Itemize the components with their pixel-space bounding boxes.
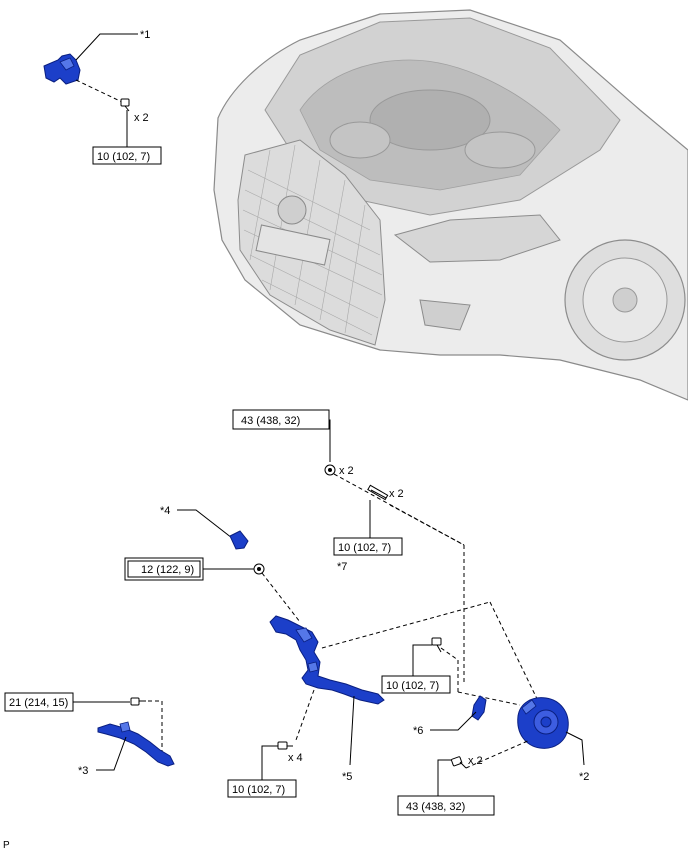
callout-2: *2 (579, 771, 589, 783)
torque-nut-mid: 12 (122, 9) (141, 564, 194, 576)
wire-harness-group: *5 (269, 601, 541, 783)
torque-nut-top: 43 (438, 32) (241, 415, 300, 427)
wire-harness-part (269, 615, 385, 705)
quantity-nut-top: x 2 (339, 465, 354, 477)
callout-4: *4 (160, 505, 170, 517)
callout-5: *5 (342, 771, 352, 783)
quantity-bolt-right: x 2 (468, 755, 483, 767)
bolt-icon (130, 697, 146, 706)
bracket-assembly: *1 x 2 10 (102, 7) (43, 29, 162, 165)
callout-1: *1 (140, 29, 150, 41)
left-harness-group: 21 (214, 15) *3 (4, 692, 175, 777)
bolt-bottom-group: x 4 10 (102, 7) (227, 741, 303, 798)
torque-right-bottom: 43 (438, 32) (406, 801, 465, 813)
left-harness-part (97, 723, 175, 767)
bolt-right-group: 10 (102, 7) (381, 637, 521, 706)
stud-bolt-group: x 2 10 (102, 7) *7 (333, 484, 465, 685)
bracket-part (43, 53, 81, 85)
nut-top-group: 43 (438, 32) x 2 (232, 409, 465, 546)
small-bracket-part (471, 695, 487, 721)
generator-group: *2 (517, 697, 589, 783)
bolt-icon (431, 637, 442, 653)
nut-icon (253, 563, 265, 575)
callout-7: *7 (337, 561, 347, 573)
connector-group: *4 (160, 505, 249, 550)
quantity-bracket-bolt: x 2 (134, 112, 149, 124)
torque-left: 21 (214, 15) (9, 697, 68, 709)
connector-part (229, 530, 249, 550)
stud-bolt-icon (367, 484, 389, 501)
nut-mid-group: 12 (122, 9) (124, 557, 301, 623)
bolt-icon (277, 741, 293, 750)
callout-6: *6 (413, 725, 423, 737)
quantity-bolt-bottom: x 4 (288, 752, 303, 764)
torque-bottom: 10 (102, 7) (232, 784, 285, 796)
torque-stud: 10 (102, 7) (338, 542, 391, 554)
bolt-icon (450, 756, 467, 769)
torque-right-mid: 10 (102, 7) (386, 680, 439, 692)
vehicle-illustration (213, 9, 688, 401)
small-bracket-group: *6 (413, 695, 487, 737)
bolt-icon (120, 98, 130, 112)
torque-bracket: 10 (102, 7) (97, 151, 150, 163)
illustration-code: P (3, 840, 10, 851)
nut-icon (324, 464, 336, 476)
bolt-right-bottom-group: x 2 43 (438, 32) (397, 739, 531, 816)
callout-3: *3 (78, 765, 88, 777)
quantity-stud: x 2 (389, 488, 404, 500)
